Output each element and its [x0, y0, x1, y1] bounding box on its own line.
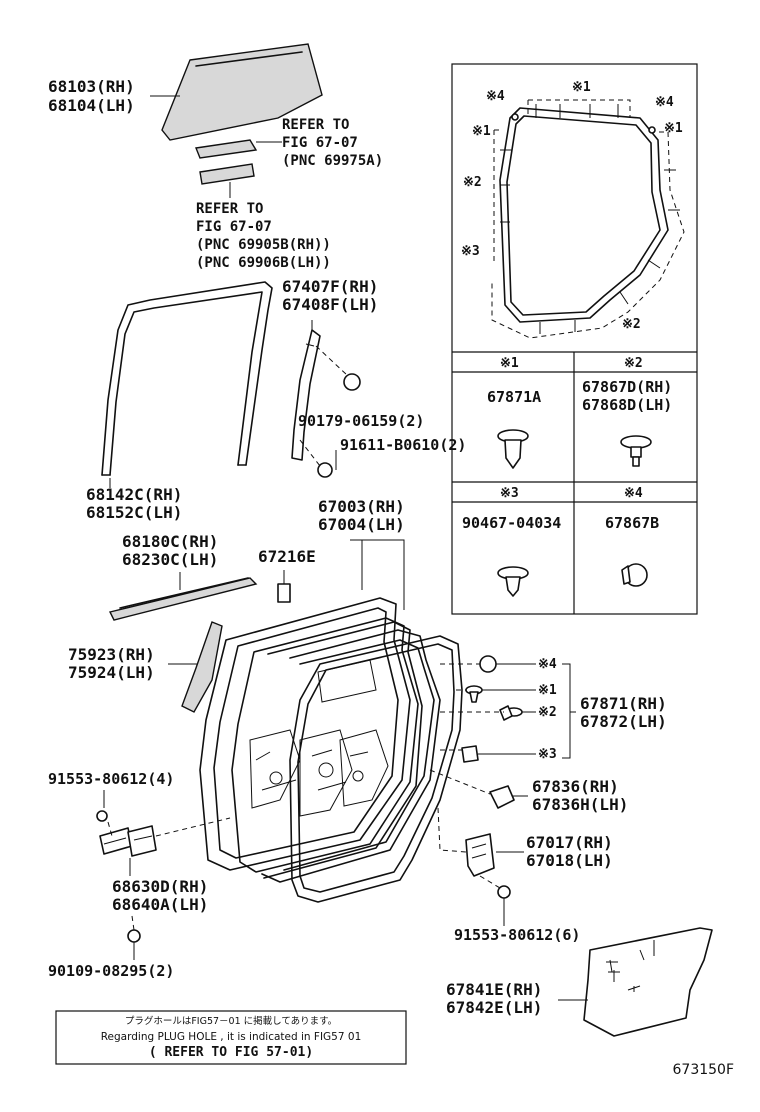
- label-91611: 91611-B0610(2): [340, 436, 466, 454]
- clip-markers: [440, 655, 523, 763]
- note-frame: [55, 1010, 407, 1065]
- label-91553b: 91553-80612(6): [454, 926, 580, 944]
- label-91553a: 91553-80612(4): [48, 770, 174, 788]
- clip-67871a-icon: [497, 429, 529, 469]
- cell-4-part: 67867B: [605, 514, 659, 532]
- label-67842: 67842E(LH): [446, 998, 542, 1017]
- clip-90467-icon: [497, 566, 529, 597]
- screw-91553-left-icon: [96, 810, 108, 822]
- plug-67216-icon: [277, 583, 291, 603]
- marker-4-label: ※4: [538, 657, 557, 672]
- marker-2-label: ※2: [538, 705, 557, 720]
- label-68640: 68640A(LH): [112, 895, 208, 914]
- refer-2-line-2: FIG 67-07: [196, 219, 272, 235]
- label-68630: 68630D(RH): [112, 877, 208, 896]
- figure-id: 673150F: [673, 1062, 735, 1078]
- cell-4-mark: ※4: [624, 486, 643, 501]
- label-90179: 90179-06159(2): [298, 412, 424, 430]
- door-weatherstrip-illustration: [289, 635, 463, 903]
- label-67841: 67841E(RH): [446, 980, 542, 999]
- inset-panel: ※1 ※4 ※4 ※1 ※1 ※2 ※3 ※2 ※1 ※2 ※3 ※4 6787…: [451, 63, 698, 615]
- rear-channel-illustration: [291, 329, 361, 478]
- inset-mark-2-left: ※2: [463, 175, 482, 190]
- note-english: Regarding PLUG HOLE , it is indicated in…: [101, 1031, 362, 1043]
- refer-1-line-2: FIG 67-07: [282, 135, 358, 151]
- inset-mark-2-bottom: ※2: [622, 317, 641, 332]
- label-68103: 68103(RH): [48, 77, 135, 96]
- clip-67867d-icon: [620, 435, 652, 467]
- cell-2-part-lh: 67868D(LH): [582, 396, 672, 414]
- bolt-90179-icon: [343, 373, 361, 391]
- cell-3-part: 90467-04034: [462, 514, 561, 532]
- cell-3-mark: ※3: [500, 486, 519, 501]
- refer-1-line-1: REFER TO: [282, 117, 349, 133]
- marker-3-label: ※3: [538, 747, 557, 762]
- label-67836h: 67836H(LH): [532, 795, 628, 814]
- cell-1-mark: ※1: [500, 356, 519, 371]
- label-67407: 67407F(RH): [282, 277, 378, 296]
- label-67018: 67018(LH): [526, 851, 613, 870]
- label-68230: 68230C(LH): [122, 550, 218, 569]
- door-panel-illustration: [199, 597, 441, 883]
- screw-91553-right-icon: [497, 885, 511, 899]
- belt-moulding-illustration: [108, 577, 258, 621]
- label-67836: 67836(RH): [532, 777, 619, 796]
- label-68152: 68152C(LH): [86, 503, 182, 522]
- cell-1-part: 67871A: [487, 388, 541, 406]
- refer-2-line-4: (PNC 69906B(LH)): [196, 255, 331, 271]
- clip-marker-4-icon: [479, 655, 497, 673]
- note-reference: ( REFER TO FIG 57-01): [149, 1045, 313, 1060]
- bolt-90109-icon: [127, 929, 141, 943]
- pillar-garnish-illustration: [181, 621, 223, 713]
- inset-mark-1-left: ※1: [472, 124, 491, 139]
- service-hole-cover-illustration: [583, 927, 713, 1037]
- bolt-91611-icon: [317, 462, 333, 478]
- label-68104: 68104(LH): [48, 96, 135, 115]
- door-lock-illustration: [437, 807, 511, 899]
- label-68142: 68142C(RH): [86, 485, 182, 504]
- inset-mark-3-left: ※3: [461, 244, 480, 259]
- inset-weatherstrip-illustration: [491, 99, 685, 339]
- door-stopper-illustration: [429, 769, 515, 809]
- inset-mark-4-left: ※4: [486, 89, 505, 104]
- label-90109: 90109-08295(2): [48, 962, 174, 980]
- inset-mark-1-right: ※1: [664, 121, 683, 136]
- label-75923: 75923(RH): [68, 645, 155, 664]
- quarter-glass-illustration: [161, 43, 323, 141]
- label-67408: 67408F(LH): [282, 295, 378, 314]
- cell-2-part-rh: 67867D(RH): [582, 378, 672, 396]
- note-box: プラグホールはFIG57－01 に掲載してあります。 Regarding PLU…: [55, 1010, 407, 1065]
- label-67871: 67871(RH): [580, 694, 667, 713]
- run-channel-illustration: [101, 281, 273, 476]
- marker-1-label: ※1: [538, 683, 557, 698]
- refer-2-line-1: REFER TO: [196, 201, 263, 217]
- label-67004: 67004(LH): [318, 515, 405, 534]
- refer-2-line-3: (PNC 69905B(RH)): [196, 237, 331, 253]
- inset-mark-1-top: ※1: [572, 80, 591, 95]
- label-67017: 67017(RH): [526, 833, 613, 852]
- inset-mark-4-right: ※4: [655, 95, 674, 110]
- cell-2-mark: ※2: [624, 356, 643, 371]
- note-japanese: プラグホールはFIG57－01 に掲載してあります。: [125, 1015, 337, 1027]
- label-67216: 67216E: [258, 547, 316, 566]
- door-hinge-illustration: [96, 810, 231, 857]
- label-68180: 68180C(RH): [122, 532, 218, 551]
- label-67872: 67872(LH): [580, 712, 667, 731]
- clip-marker-3-icon: [461, 745, 479, 763]
- glass-channel-illustration: [195, 139, 258, 185]
- label-67003: 67003(RH): [318, 497, 405, 516]
- refer-1-line-3: (PNC 69975A): [282, 153, 383, 169]
- label-75924: 75924(LH): [68, 663, 155, 682]
- clip-67867b-icon: [621, 563, 648, 587]
